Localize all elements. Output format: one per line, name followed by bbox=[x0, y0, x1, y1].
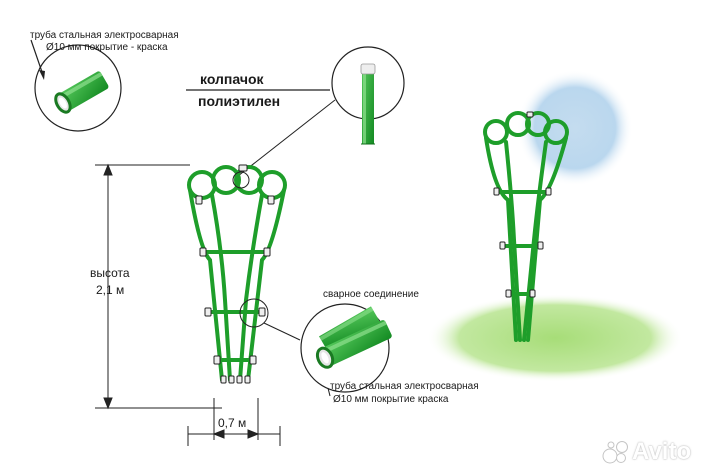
height-label: высота bbox=[90, 266, 130, 280]
cap-label: колпачок bbox=[200, 71, 264, 87]
weld-label: сварное соединение bbox=[323, 289, 419, 300]
trellis-front-clamps bbox=[195, 164, 275, 384]
avito-watermark-text: Avito bbox=[632, 438, 692, 465]
pipe-bottom-label-line1: труба стальная электросварная bbox=[330, 381, 479, 392]
pipe-detail-top bbox=[30, 39, 122, 132]
pipe-top-label-line2: Ø10 мм покрытие - краска bbox=[46, 42, 168, 53]
cap-material-label: полиэтилен bbox=[198, 93, 281, 109]
pipe-bottom-label-line2: Ø10 мм покрытие краска bbox=[333, 394, 449, 405]
height-value: 2,1 м bbox=[96, 283, 125, 297]
width-dimension bbox=[187, 398, 281, 446]
height-dimension bbox=[95, 163, 222, 410]
width-value: 0,7 м bbox=[218, 416, 247, 430]
grass-patch bbox=[427, 294, 683, 382]
trellis-front-view bbox=[187, 165, 287, 382]
trellis-3d-view bbox=[483, 111, 569, 342]
avito-dots-icon bbox=[602, 441, 628, 464]
avito-watermark: Avito bbox=[602, 438, 706, 466]
cap-highlight-circle bbox=[232, 171, 250, 189]
weld-highlight-circle bbox=[239, 298, 269, 328]
weld-joint-detail bbox=[300, 303, 392, 397]
sky-circle bbox=[517, 70, 633, 186]
trellis-3d-clamps bbox=[493, 111, 552, 298]
pipe-top-label-line1: труба стальная электросварная bbox=[30, 30, 179, 41]
cap-detail bbox=[186, 46, 405, 177]
